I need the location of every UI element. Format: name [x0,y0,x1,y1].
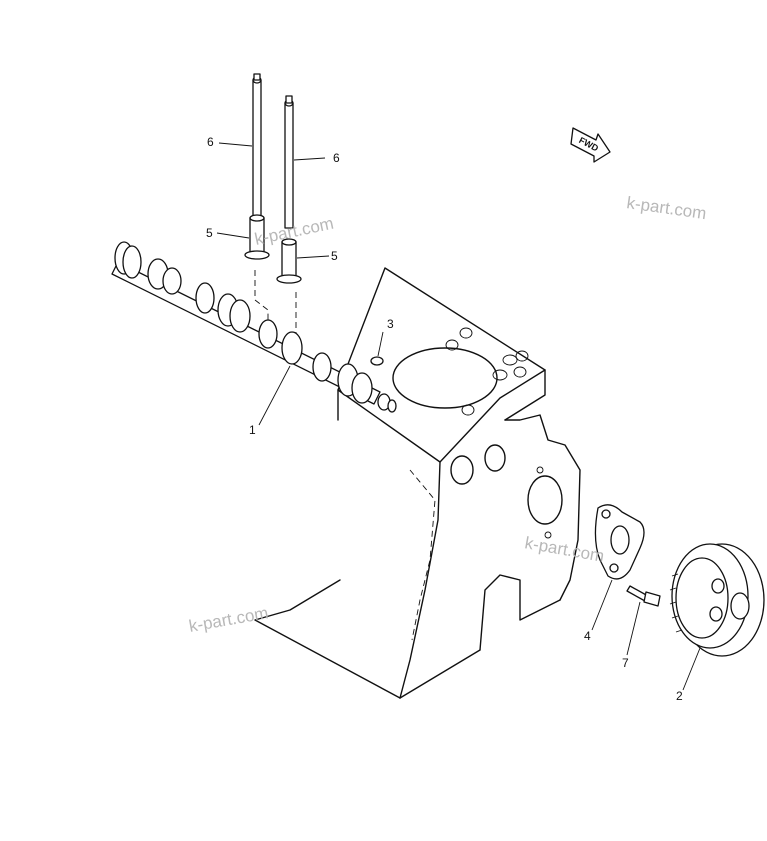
push-rod-left [252,73,262,221]
thrust-plate [594,504,645,580]
leader-lines [216,142,701,691]
watermark: k-part.com [625,193,707,223]
woodruff-key [370,356,384,366]
callout-gear: 2 [676,689,683,703]
push-rod-right [284,95,294,229]
tappet-left [244,214,270,260]
callout-plate: 4 [584,629,591,643]
cam-gear [669,543,765,657]
callout-push-rod-right: 6 [333,151,340,165]
tappet-right [276,238,302,284]
bolt [626,585,661,607]
callout-key: 3 [387,317,394,331]
camshaft [111,241,397,413]
watermark: k-part.com [187,603,269,636]
engine-block [254,267,581,699]
callout-tappet-left: 5 [206,226,213,240]
callout-bolt: 7 [622,656,629,670]
forward-direction-arrow: FWD [570,127,611,163]
callout-push-rod-left: 6 [207,135,214,149]
callout-tappet-right: 5 [331,249,338,263]
watermark: k-part.com [523,533,605,566]
callout-camshaft: 1 [249,423,256,437]
